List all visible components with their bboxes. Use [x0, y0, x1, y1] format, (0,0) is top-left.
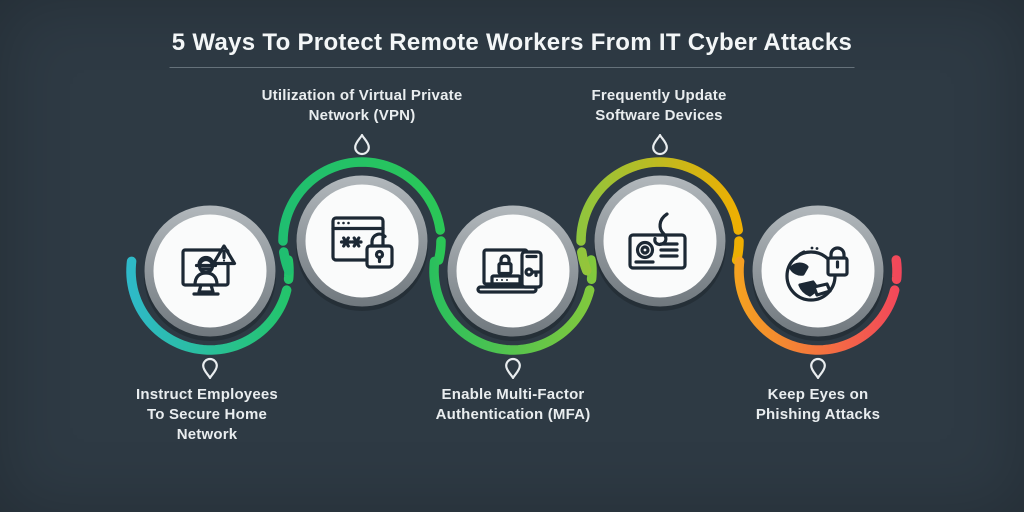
pin-marker-icon	[505, 357, 521, 379]
step-circle-5	[734, 205, 902, 355]
pin-marker-icon	[810, 357, 826, 379]
title-divider	[169, 67, 855, 68]
step-label-5: Keep Eyes on Phishing Attacks	[755, 386, 881, 423]
step-label-1: Instruct Employees To Secure Home Networ…	[136, 386, 278, 443]
pin-marker-icon	[354, 134, 370, 156]
step-circle-2	[278, 157, 446, 311]
step-label-3: Enable Multi-Factor Authentication (MFA)	[435, 386, 591, 423]
hacker-monitor-icon	[181, 244, 237, 296]
password-lock-browser-icon	[331, 216, 394, 269]
step-circle-4	[576, 157, 744, 311]
phishing-hook-mail-icon	[628, 212, 687, 270]
step-circle-1	[126, 205, 294, 355]
pin-marker-icon	[202, 357, 218, 379]
step-label-4: Frequently Update Software Devices	[591, 87, 727, 124]
globe-security-lock-icon	[785, 246, 849, 302]
page-title: 5 Ways To Protect Remote Workers From IT…	[171, 29, 853, 56]
step-circle-3	[429, 205, 597, 355]
mfa-laptop-phone-icon	[476, 248, 543, 294]
step-label-2: Utilization of Virtual Private Network (…	[261, 87, 463, 124]
pin-marker-icon	[652, 134, 668, 156]
